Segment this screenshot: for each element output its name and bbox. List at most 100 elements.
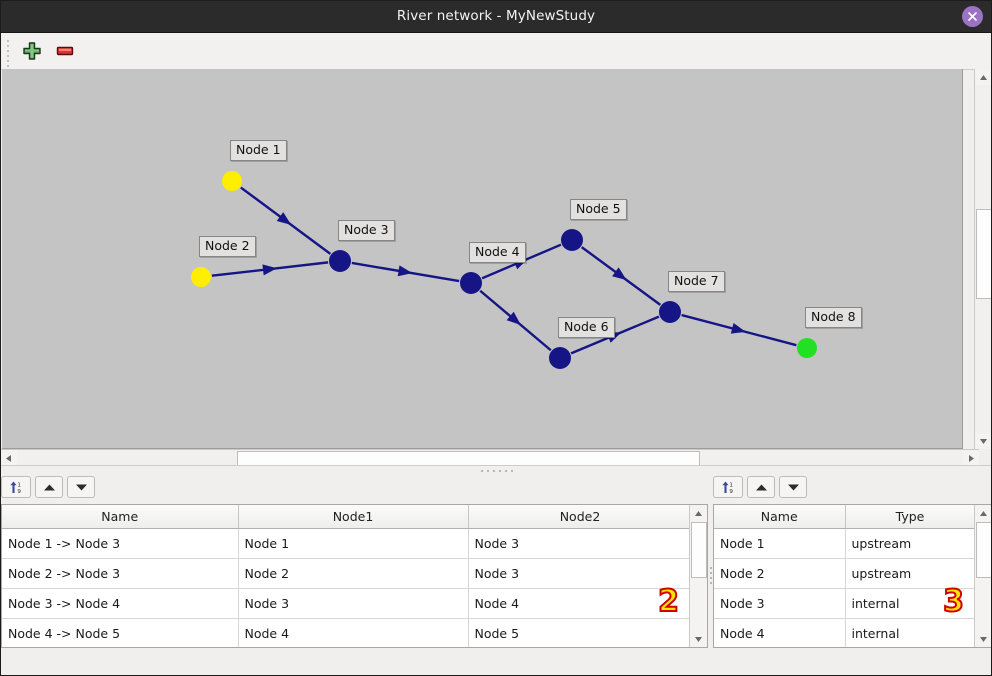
- scroll-right-button[interactable]: [964, 450, 979, 466]
- table-cell[interactable]: internal: [845, 618, 975, 647]
- edge-arrowhead: [506, 311, 521, 326]
- vertical-splitter[interactable]: [708, 474, 713, 675]
- svg-text:9: 9: [729, 489, 733, 495]
- triangle-up-icon: [43, 484, 55, 490]
- chevron-right-icon: [969, 454, 974, 462]
- column-header-node1[interactable]: Node1: [238, 505, 469, 529]
- svg-text:1: 1: [17, 482, 21, 488]
- graph-node-node6[interactable]: [549, 347, 571, 369]
- nodes-scroll-down-button[interactable]: [975, 631, 991, 647]
- graph-node-node3[interactable]: [329, 250, 351, 272]
- close-button[interactable]: [962, 6, 983, 27]
- nodes-scroll-thumb[interactable]: [976, 522, 991, 578]
- toolbar-grip[interactable]: [6, 40, 11, 67]
- chevron-left-icon: [6, 454, 11, 462]
- graph-node-node4[interactable]: [460, 272, 482, 294]
- graph-node-node5[interactable]: [561, 229, 583, 251]
- nodes-sort-button[interactable]: 1 9: [713, 476, 743, 498]
- reaches-toolbar: 1 9: [1, 474, 99, 504]
- table-cell[interactable]: Node 4: [714, 618, 846, 647]
- table-cell[interactable]: Node 3 -> Node 4: [2, 588, 239, 619]
- minus-icon: [56, 46, 74, 56]
- vscroll-thumb[interactable]: [976, 209, 991, 299]
- column-header-name[interactable]: Name: [714, 505, 846, 529]
- table-cell[interactable]: Node 3: [468, 528, 690, 559]
- table-cell[interactable]: Node 1: [714, 528, 846, 559]
- table-cell[interactable]: upstream: [845, 558, 975, 589]
- nodes-move-down-button[interactable]: [779, 476, 807, 498]
- table-cell[interactable]: Node 4: [468, 588, 690, 619]
- scroll-up-button[interactable]: [975, 69, 991, 85]
- horizontal-splitter[interactable]: [1, 465, 991, 475]
- chevron-down-icon: [979, 636, 987, 642]
- column-header-node2[interactable]: Node2: [468, 505, 690, 529]
- table-cell[interactable]: Node 3: [238, 588, 469, 619]
- nodes-move-up-button[interactable]: [747, 476, 775, 498]
- chevron-up-icon: [979, 510, 987, 516]
- remove-node-button[interactable]: [55, 41, 75, 65]
- table-cell[interactable]: Node 1: [238, 528, 469, 559]
- table-cell[interactable]: Node 5: [468, 618, 690, 647]
- table-cell[interactable]: Node 3: [714, 588, 846, 619]
- table-cell[interactable]: Node 4 -> Node 5: [2, 618, 239, 647]
- vertical-splitter-grip: [709, 564, 712, 587]
- canvas-vertical-scrollbar[interactable]: [974, 69, 991, 449]
- table-cell[interactable]: Node 3: [468, 558, 690, 589]
- node-label-node5[interactable]: Node 5: [570, 199, 627, 220]
- column-header-type[interactable]: Type: [845, 505, 975, 529]
- reaches-move-down-button[interactable]: [67, 476, 95, 498]
- node-label-node6[interactable]: Node 6: [558, 317, 615, 338]
- edge-arrowhead: [262, 264, 277, 276]
- column-header-name[interactable]: Name: [2, 505, 239, 529]
- reaches-sort-button[interactable]: 1 9: [1, 476, 31, 498]
- table-cell[interactable]: Node 2: [238, 558, 469, 589]
- table-cell[interactable]: Node 1 -> Node 3: [2, 528, 239, 559]
- scroll-left-button[interactable]: [1, 450, 16, 466]
- reaches-scroll-up-button[interactable]: [690, 505, 706, 521]
- table-cell[interactable]: upstream: [845, 528, 975, 559]
- node-label-node1[interactable]: Node 1: [230, 140, 287, 161]
- table-cell[interactable]: internal: [845, 588, 975, 619]
- reaches-scroll-down-button[interactable]: [690, 631, 706, 647]
- graph-node-node2[interactable]: [191, 267, 211, 287]
- node-label-node8[interactable]: Node 8: [805, 307, 862, 328]
- sort-ascending-icon: 1 9: [721, 481, 733, 495]
- scroll-down-button[interactable]: [975, 433, 991, 449]
- node-label-node2[interactable]: Node 2: [199, 236, 256, 257]
- graph-node-node7[interactable]: [659, 301, 681, 323]
- reaches-vertical-scrollbar[interactable]: [689, 505, 707, 647]
- add-node-button[interactable]: [22, 41, 42, 65]
- graph-node-node8[interactable]: [797, 338, 817, 358]
- table-cell[interactable]: Node 2: [714, 558, 846, 589]
- nodes-scroll-up-button[interactable]: [975, 505, 991, 521]
- node-label-node7[interactable]: Node 7: [668, 271, 725, 292]
- reaches-move-up-button[interactable]: [35, 476, 63, 498]
- node-label-node4[interactable]: Node 4: [469, 242, 526, 263]
- reaches-scroll-thumb[interactable]: [691, 522, 707, 578]
- node-label-node3[interactable]: Node 3: [338, 220, 395, 241]
- table-cell[interactable]: Node 2 -> Node 3: [2, 558, 239, 589]
- graph-node-node1[interactable]: [222, 171, 242, 191]
- network-canvas[interactable]: Node 1 Node 2 Node 3 Node 4 Node 5 Node 6 Node…: [2, 69, 963, 449]
- table-cell[interactable]: Node 4: [238, 618, 469, 647]
- nodes-vertical-scrollbar[interactable]: [974, 505, 991, 647]
